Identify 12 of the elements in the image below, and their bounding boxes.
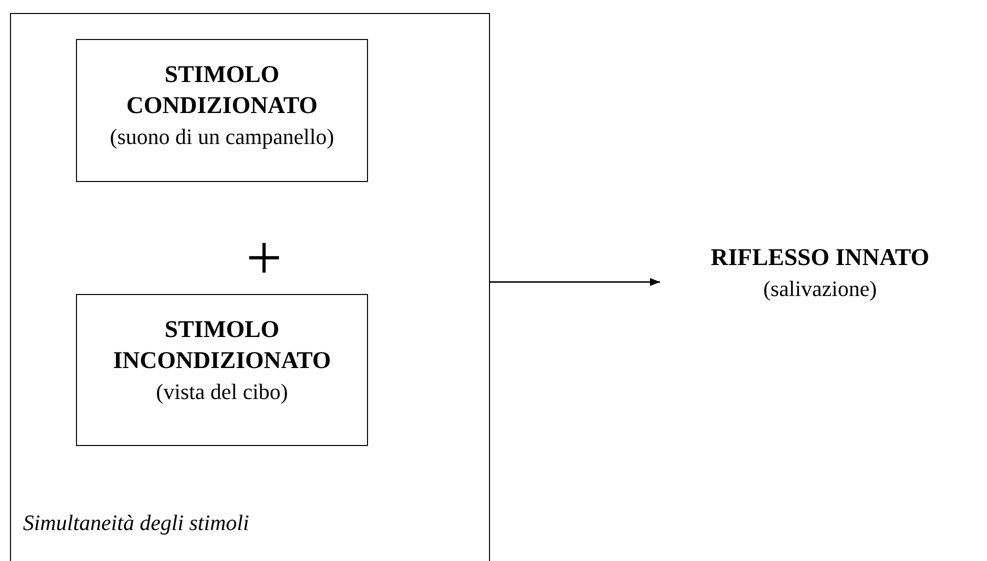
heading-text: STIMOLO CONDIZIONATO <box>125 61 319 121</box>
description-text: (vista del cibo) <box>156 378 288 406</box>
heading-text: STIMOLO INCONDIZIONATO <box>112 316 332 376</box>
caption-text: Simultaneità degli stimoli <box>23 510 250 536</box>
stimulus-box <box>76 39 368 182</box>
arrow <box>490 278 660 286</box>
open-frame <box>10 13 490 561</box>
description-text: (suono di un campanello) <box>110 123 334 151</box>
plus-sign: + <box>246 226 282 290</box>
description-text: (salivazione) <box>763 275 877 303</box>
stimulus-box <box>76 294 368 446</box>
heading-text: RIFLESSO INNATO <box>710 244 930 273</box>
